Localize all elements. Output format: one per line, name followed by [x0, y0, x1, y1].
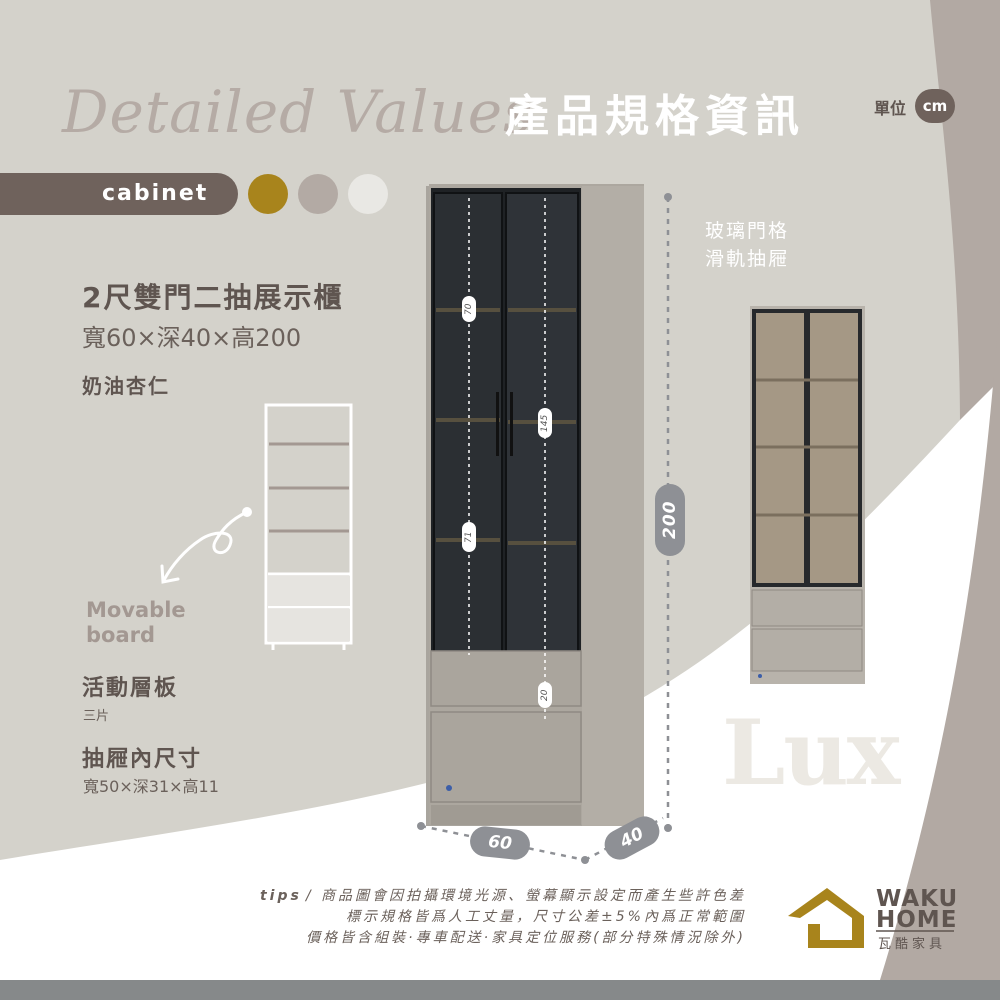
inner-dimension-low: 71 — [462, 522, 476, 552]
series-name: Lux — [722, 700, 900, 806]
small-cabinet — [750, 306, 865, 684]
brand-logo-mark — [788, 888, 864, 948]
brand-name-line2: HOME — [876, 907, 958, 933]
main-cabinet — [426, 184, 644, 826]
feature-glass-door: 玻璃門格 — [705, 220, 790, 242]
color-swatch-gold[interactable] — [248, 174, 288, 214]
color-swatch-white[interactable] — [348, 174, 388, 214]
product-color: 奶油杏仁 — [82, 374, 170, 398]
inner-dimension-drawer: 20 — [538, 682, 552, 708]
color-swatch-taupe[interactable] — [298, 174, 338, 214]
feature-slide-drawer: 滑軌抽屜 — [705, 248, 790, 270]
drawer-dimensions: 寬50×深31×高11 — [83, 777, 219, 796]
category-pill: cabinet — [0, 173, 238, 215]
brand-name: WAKU HOME — [876, 886, 959, 933]
inner-dimension-top: 70 — [462, 296, 476, 322]
tips-line-1: / 商品圖會因拍攝環境光源、螢幕顯示設定而產生些許色差 — [305, 888, 746, 904]
unit-label: 單位 — [874, 99, 907, 118]
drawer-title: 抽屜內尺寸 — [82, 747, 203, 772]
bottom-strip — [0, 980, 1000, 1000]
product-name: 2尺雙門二抽展示櫃 — [82, 281, 344, 314]
shelf-title: 活動層板 — [82, 676, 179, 701]
curly-arrow — [160, 510, 249, 584]
cabinet-outline-drawing — [264, 403, 353, 650]
product-dimensions: 寬60×深40×高200 — [82, 324, 302, 352]
tips-label: tips — [259, 888, 302, 904]
unit-badge: cm — [915, 89, 955, 123]
brand-name-zh: 瓦酷家具 — [878, 937, 947, 952]
brand-name-line1: WAKU — [876, 886, 959, 912]
shelf-count: 三片 — [83, 709, 110, 724]
tips-block: tips/ 商品圖會因拍攝環境光源、螢幕顯示設定而產生些許色差 標示規格皆爲人工… — [100, 886, 746, 949]
height-dimension: 200 — [655, 484, 685, 556]
tips-line-3: 價格皆含組裝·專車配送·家具定位服務(部分特殊情況除外) — [306, 930, 746, 946]
tips-line-2: 標示規格皆爲人工丈量，尺寸公差±5%內爲正常範圍 — [346, 909, 746, 925]
script-title: Detailed Values — [62, 78, 534, 146]
movable-board-label: Movable board — [86, 598, 186, 647]
inner-dimension-mid: 145 — [538, 408, 552, 438]
page-title: 產品規格資訊 — [505, 91, 805, 142]
